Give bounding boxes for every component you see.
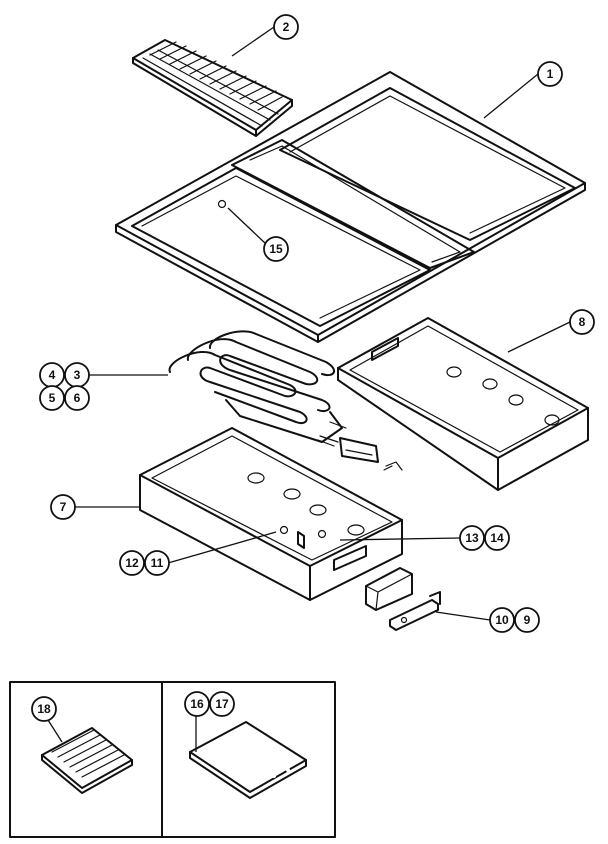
callout-12: 12	[119, 550, 145, 576]
callout-8: 8	[569, 309, 595, 335]
leader-lines	[47, 26, 571, 752]
part-grate-vent	[132, 39, 293, 137]
part-drip-pan-left	[139, 427, 403, 601]
callout-3: 3	[64, 362, 90, 388]
callout-11: 11	[144, 550, 170, 576]
callout-label: 8	[579, 315, 586, 329]
callout-17: 17	[209, 691, 235, 717]
callout-label: 11	[151, 556, 164, 570]
callout-5: 5	[39, 385, 65, 411]
callout-label: 9	[524, 613, 531, 627]
callout-label: 7	[60, 500, 67, 514]
callout-label: 4	[49, 368, 56, 382]
callout-2: 2	[273, 14, 299, 40]
part-drip-pan-right	[337, 317, 589, 491]
part-receptacle-bracket	[365, 567, 441, 631]
callout-label: 15	[269, 242, 283, 256]
callout-9: 9	[514, 607, 540, 633]
callout-13: 13	[459, 525, 485, 551]
callout-label: 17	[215, 697, 229, 711]
callout-7: 7	[50, 494, 76, 520]
callout-label: 1	[547, 67, 554, 81]
callout-15: 15	[263, 236, 289, 262]
callout-14: 14	[484, 525, 510, 551]
callout-label: 6	[74, 391, 81, 405]
callout-16: 16	[184, 691, 210, 717]
inset-box	[9, 681, 336, 838]
callout-10: 10	[489, 607, 515, 633]
callout-label: 18	[37, 702, 51, 716]
callout-label: 10	[495, 613, 509, 627]
callout-label: 3	[74, 368, 81, 382]
part-cooktop-frame	[115, 71, 586, 343]
callout-label: 12	[125, 556, 139, 570]
callout-6: 6	[64, 385, 90, 411]
callout-label: 16	[190, 697, 204, 711]
part-briquettes	[189, 721, 307, 799]
callout-label: 2	[283, 20, 290, 34]
part-heating-element	[168, 330, 403, 471]
callout-label: 5	[49, 391, 56, 405]
callout-label: 13	[465, 531, 479, 545]
callout-18: 18	[31, 696, 57, 722]
callout-label: 14	[490, 531, 504, 545]
part-grill-grate	[41, 727, 133, 794]
callout-1: 1	[537, 61, 563, 87]
callout-4: 4	[39, 362, 65, 388]
